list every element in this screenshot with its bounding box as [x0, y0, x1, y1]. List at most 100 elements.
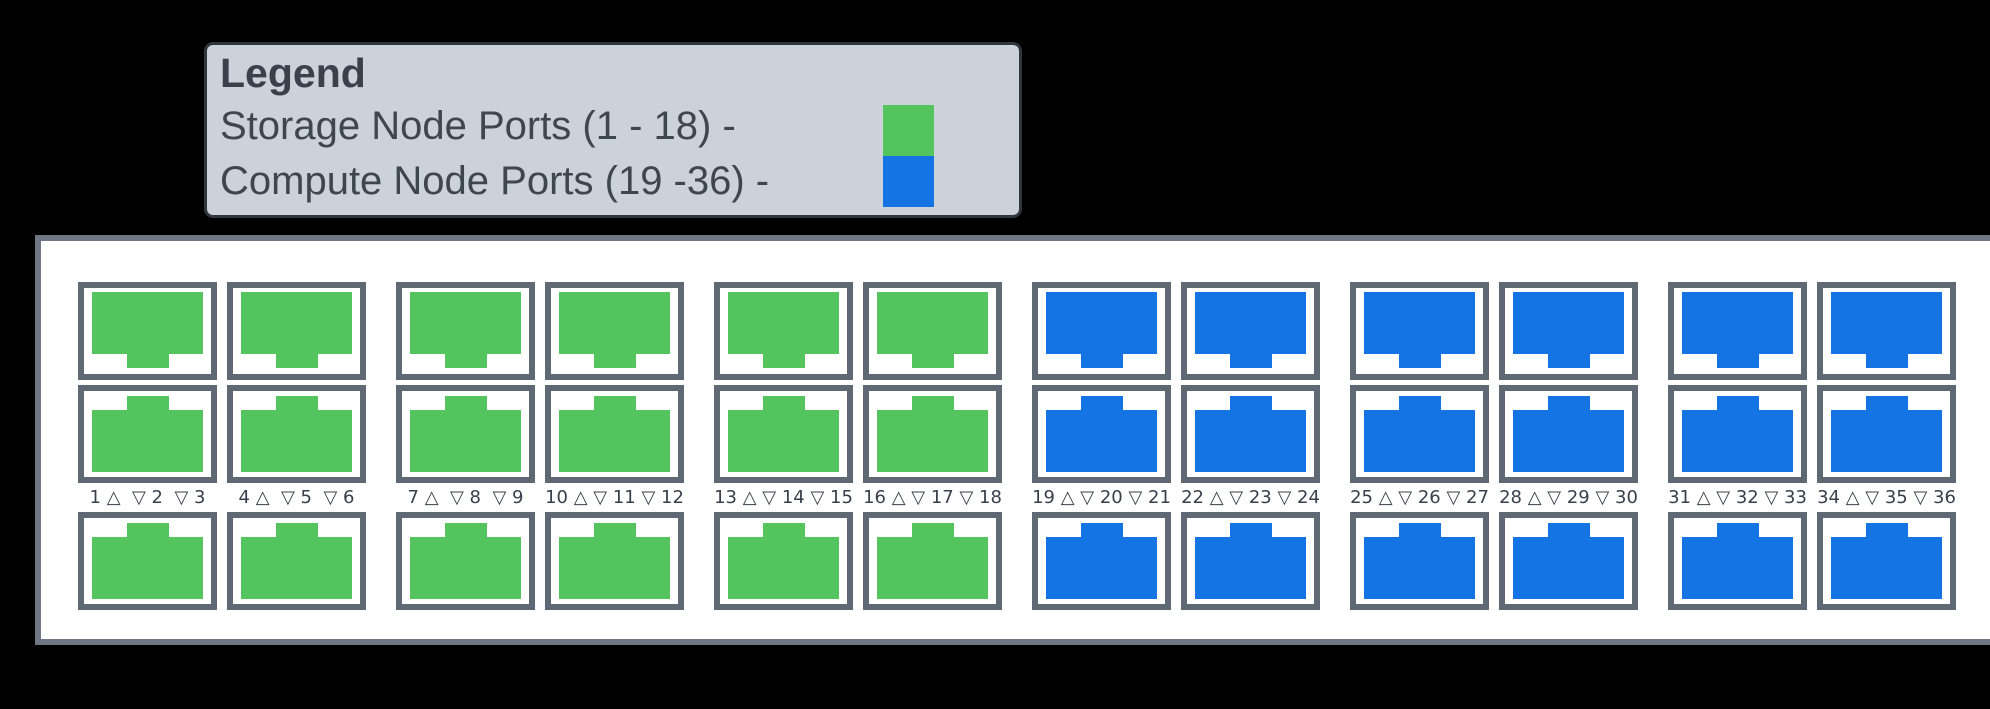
port-column-label: 31 △ ▽ 32 ▽ 33: [1668, 487, 1807, 508]
port-column-label: 16 △ ▽ 17 ▽ 18: [863, 487, 1002, 508]
rj45-jack-tab: [593, 352, 636, 368]
rj45-jack-tab: [1547, 523, 1590, 539]
rj45-jack-tab: [444, 352, 487, 368]
rj45-jack-body: [1195, 537, 1306, 599]
port-row-middle: [1032, 385, 1320, 483]
port-26: [1350, 385, 1489, 483]
rj45-jack-tab: [911, 523, 954, 539]
port-5: [227, 385, 366, 483]
port-column-label: 34 △ ▽ 35 ▽ 36: [1817, 487, 1956, 508]
port-column-label: 25 △ ▽ 26 ▽ 27: [1350, 487, 1489, 508]
rj45-jack-tab: [1716, 523, 1759, 539]
legend-box: Legend Storage Node Ports (1 - 18) - Com…: [204, 42, 1022, 218]
rj45-jack-body: [1682, 410, 1793, 472]
port-36: [1817, 512, 1956, 610]
rj45-jack-tab: [762, 523, 805, 539]
rj45-jack-body: [877, 537, 988, 599]
rj45-jack-body: [410, 292, 521, 354]
port-column-label: 22 △ ▽ 23 ▽ 24: [1181, 487, 1320, 508]
rj45-jack-tab: [911, 396, 954, 412]
port-34: [1817, 282, 1956, 380]
rj45-jack-body: [877, 292, 988, 354]
rj45-jack-body: [877, 410, 988, 472]
port-row-middle: [1350, 385, 1638, 483]
port-label-row: 31 △ ▽ 32 ▽ 33 34 △ ▽ 35 ▽ 36: [1668, 483, 1956, 512]
port-24: [1181, 512, 1320, 610]
port-row-top: [396, 282, 684, 380]
port-20: [1032, 385, 1171, 483]
rj45-jack-body: [410, 537, 521, 599]
rj45-jack-tab: [1716, 352, 1759, 368]
port-row-middle: [1668, 385, 1956, 483]
rj45-jack-tab: [1229, 352, 1272, 368]
port-11: [545, 385, 684, 483]
compute-color-swatch-icon: [883, 156, 934, 207]
port-7: [396, 282, 535, 380]
port-10: [545, 282, 684, 380]
port-column-label: 10 △ ▽ 11 ▽ 12: [545, 487, 684, 508]
rj45-jack-tab: [1229, 396, 1272, 412]
rj45-jack-tab: [593, 396, 636, 412]
port-column-label: 7 △ ▽ 8 ▽ 9: [407, 487, 524, 508]
port-column-label: 13 △ ▽ 14 ▽ 15: [714, 487, 853, 508]
legend-title: Legend: [220, 50, 366, 96]
rj45-jack-body: [92, 292, 203, 354]
port-33: [1668, 512, 1807, 610]
storage-color-swatch-icon: [883, 105, 934, 156]
port-17: [863, 385, 1002, 483]
rj45-jack-tab: [126, 396, 169, 412]
port-group-storage: 7 △ ▽ 8 ▽ 9 10 △ ▽ 11 ▽ 12: [396, 282, 684, 610]
port-14: [714, 385, 853, 483]
rj45-jack-tab: [1865, 396, 1908, 412]
rj45-jack-tab: [444, 523, 487, 539]
rj45-jack-tab: [911, 352, 954, 368]
port-13: [714, 282, 853, 380]
port-1: [78, 282, 217, 380]
rj45-jack-body: [728, 537, 839, 599]
port-row-top: [78, 282, 366, 380]
rj45-jack-body: [1831, 410, 1942, 472]
port-row-middle: [396, 385, 684, 483]
rj45-jack-body: [1831, 537, 1942, 599]
port-28: [1499, 282, 1638, 380]
port-8: [396, 385, 535, 483]
port-18: [863, 512, 1002, 610]
rj45-jack-body: [1513, 410, 1624, 472]
port-35: [1817, 385, 1956, 483]
rj45-jack-body: [410, 410, 521, 472]
port-label-row: 7 △ ▽ 8 ▽ 9 10 △ ▽ 11 ▽ 12: [396, 483, 684, 512]
rj45-jack-body: [728, 410, 839, 472]
port-row-bottom: [1668, 512, 1956, 610]
port-row-top: [1032, 282, 1320, 380]
port-row-bottom: [714, 512, 1002, 610]
rj45-jack-tab: [593, 523, 636, 539]
rj45-jack-body: [1513, 292, 1624, 354]
port-25: [1350, 282, 1489, 380]
rj45-jack-tab: [275, 523, 318, 539]
port-column-label: 28 △ ▽ 29 ▽ 30: [1499, 487, 1638, 508]
port-6: [227, 512, 366, 610]
port-group-storage: 13 △ ▽ 14 ▽ 15 16 △ ▽ 17 ▽ 18: [714, 282, 1002, 610]
rj45-jack-body: [1364, 410, 1475, 472]
port-4: [227, 282, 366, 380]
rj45-jack-body: [1513, 537, 1624, 599]
port-row-middle: [78, 385, 366, 483]
rj45-jack-body: [1046, 537, 1157, 599]
port-row-top: [1350, 282, 1638, 380]
rj45-jack-tab: [1398, 523, 1441, 539]
rj45-jack-tab: [275, 396, 318, 412]
rj45-jack-body: [92, 410, 203, 472]
port-column-label: 4 △ ▽ 5 ▽ 6: [238, 487, 355, 508]
port-group-compute: 25 △ ▽ 26 ▽ 27 28 △ ▽ 29 ▽ 30: [1350, 282, 1638, 610]
rj45-jack-body: [1046, 292, 1157, 354]
port-row-top: [714, 282, 1002, 380]
port-29: [1499, 385, 1638, 483]
rj45-jack-tab: [1547, 396, 1590, 412]
port-30: [1499, 512, 1638, 610]
rj45-jack-tab: [126, 523, 169, 539]
rj45-jack-tab: [762, 352, 805, 368]
port-19: [1032, 282, 1171, 380]
